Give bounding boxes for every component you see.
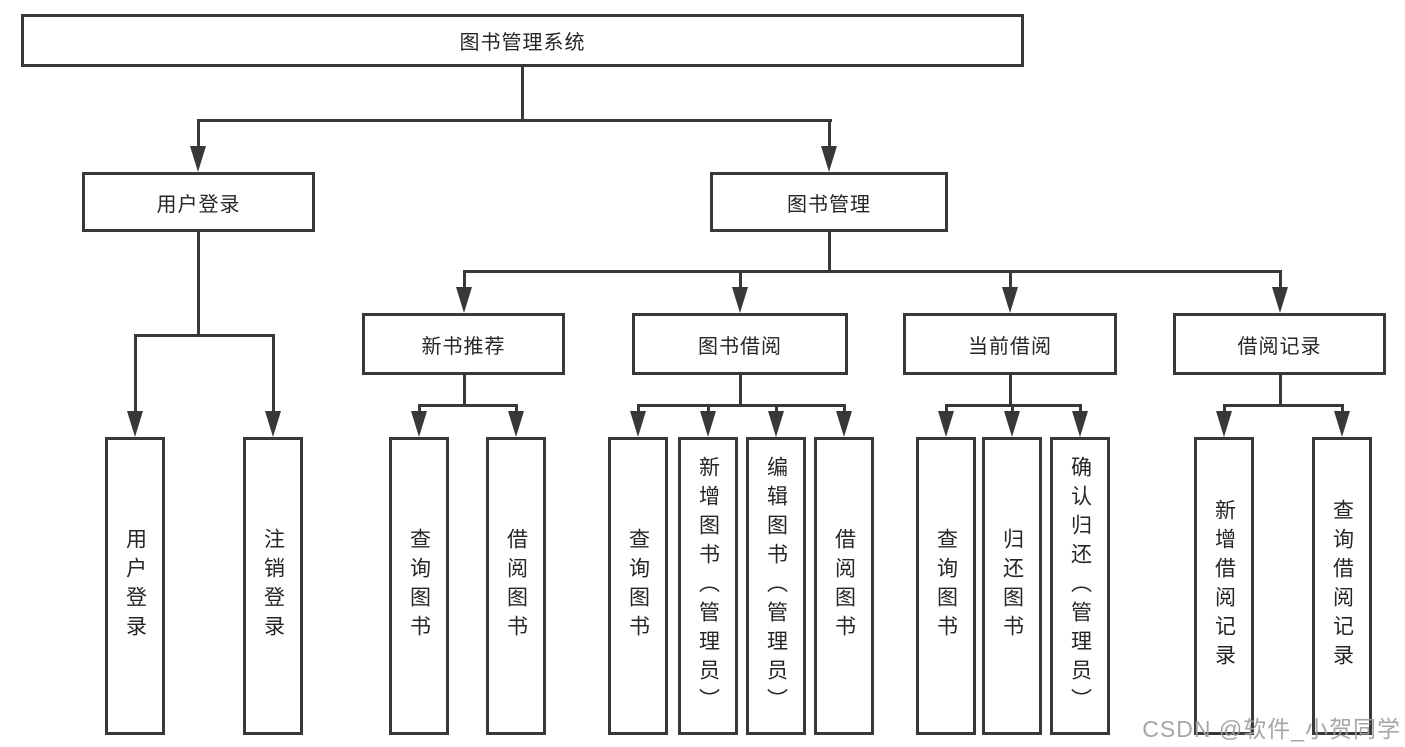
connector-line: [739, 270, 742, 290]
connector-line: [828, 231, 831, 272]
leaf-bw-edit-books-admin: 编辑图书（管理员）: [746, 437, 806, 735]
leaf-user-login: 用户登录: [105, 437, 165, 735]
connector-line: [515, 404, 518, 413]
connector-line: [418, 404, 421, 413]
arrow-down-icon: [1216, 411, 1232, 437]
arrow-down-icon: [1272, 287, 1288, 313]
node-book-management: 图书管理: [710, 172, 948, 232]
node-root: 图书管理系统: [21, 14, 1024, 67]
node-book-borrow-label: 图书借阅: [698, 335, 782, 358]
connector-line: [134, 334, 137, 413]
connector-line: [945, 404, 948, 413]
leaf-nb-query-books-label: 查询图书: [407, 528, 431, 644]
connector-line: [463, 270, 1282, 273]
connector-line: [463, 270, 466, 290]
leaf-cur-return-books: 归还图书: [982, 437, 1042, 735]
node-borrow-records-label: 借阅记录: [1237, 335, 1322, 358]
arrow-down-icon: [508, 411, 524, 437]
node-user-login: 用户登录: [82, 172, 315, 232]
arrow-down-icon: [190, 146, 206, 172]
arrow-down-icon: [1002, 287, 1018, 313]
node-current-borrow-label: 当前借阅: [968, 335, 1052, 358]
leaf-cur-confirm-return-admin-label: 确认归还（管理员）: [1068, 455, 1092, 717]
connector-line: [1223, 404, 1226, 413]
leaf-nb-borrow-books: 借阅图书: [486, 437, 546, 735]
connector-line: [775, 404, 778, 413]
connector-line: [1223, 404, 1344, 407]
arrow-down-icon: [1072, 411, 1088, 437]
arrow-down-icon: [265, 411, 281, 437]
connector-line: [1341, 404, 1344, 413]
arrow-down-icon: [938, 411, 954, 437]
leaf-bw-edit-books-admin-label: 编辑图书（管理员）: [764, 455, 788, 717]
connector-line: [637, 404, 846, 407]
leaf-cur-query-books-label: 查询图书: [934, 528, 958, 644]
connector-line: [418, 404, 518, 407]
connector-line: [1079, 404, 1082, 413]
leaf-rec-query-record-label: 查询借阅记录: [1330, 499, 1354, 673]
leaf-bw-borrow-books: 借阅图书: [814, 437, 874, 735]
node-current-borrow: 当前借阅: [903, 313, 1117, 375]
leaf-rec-add-record: 新增借阅记录: [1194, 437, 1254, 735]
arrow-down-icon: [768, 411, 784, 437]
leaf-bw-query-books: 查询图书: [608, 437, 668, 735]
connector-line: [707, 404, 710, 413]
leaf-logout-label: 注销登录: [261, 528, 285, 644]
leaf-cur-return-books-label: 归还图书: [1000, 528, 1024, 644]
leaf-cur-confirm-return-admin: 确认归还（管理员）: [1050, 437, 1110, 735]
connector-line: [463, 374, 466, 407]
node-borrow-records: 借阅记录: [1173, 313, 1386, 375]
node-book-borrow: 图书借阅: [632, 313, 848, 375]
connector-line: [1009, 374, 1012, 407]
arrow-down-icon: [732, 287, 748, 313]
leaf-cur-query-books: 查询图书: [916, 437, 976, 735]
arrow-down-icon: [700, 411, 716, 437]
node-new-book-recommend-label: 新书推荐: [421, 335, 506, 358]
leaf-bw-add-books-admin-label: 新增图书（管理员）: [696, 455, 720, 717]
connector-line: [197, 119, 832, 122]
leaf-bw-borrow-books-label: 借阅图书: [832, 528, 856, 644]
csdn-watermark: CSDN @软件_小贺同学: [1142, 716, 1401, 742]
connector-line: [272, 334, 275, 413]
connector-line: [1279, 374, 1282, 407]
connector-line: [197, 231, 200, 336]
leaf-user-login-label: 用户登录: [123, 528, 147, 644]
arrow-down-icon: [836, 411, 852, 437]
connector-line: [739, 374, 742, 407]
leaf-nb-query-books: 查询图书: [389, 437, 449, 735]
leaf-bw-add-books-admin: 新增图书（管理员）: [678, 437, 738, 735]
arrow-down-icon: [1334, 411, 1350, 437]
arrow-down-icon: [127, 411, 143, 437]
node-book-management-label: 图书管理: [787, 193, 871, 216]
connector-line: [134, 334, 275, 337]
connector-line: [637, 404, 640, 413]
leaf-rec-query-record: 查询借阅记录: [1312, 437, 1372, 735]
arrow-down-icon: [411, 411, 427, 437]
arrow-down-icon: [630, 411, 646, 437]
arrow-down-icon: [456, 287, 472, 313]
connector-line: [197, 119, 200, 148]
connector-line: [1009, 270, 1012, 290]
connector-line: [521, 66, 524, 121]
connector-line: [1279, 270, 1282, 290]
connector-line: [828, 119, 831, 148]
leaf-nb-borrow-books-label: 借阅图书: [504, 528, 528, 644]
connector-line: [1011, 404, 1014, 413]
node-user-login-label: 用户登录: [156, 193, 241, 216]
leaf-logout: 注销登录: [243, 437, 303, 735]
node-new-book-recommend: 新书推荐: [362, 313, 565, 375]
leaf-bw-query-books-label: 查询图书: [626, 528, 650, 644]
arrow-down-icon: [1004, 411, 1020, 437]
arrow-down-icon: [821, 146, 837, 172]
node-root-label: 图书管理系统: [459, 32, 586, 54]
connector-line: [843, 404, 846, 413]
leaf-rec-add-record-label: 新增借阅记录: [1212, 499, 1236, 673]
